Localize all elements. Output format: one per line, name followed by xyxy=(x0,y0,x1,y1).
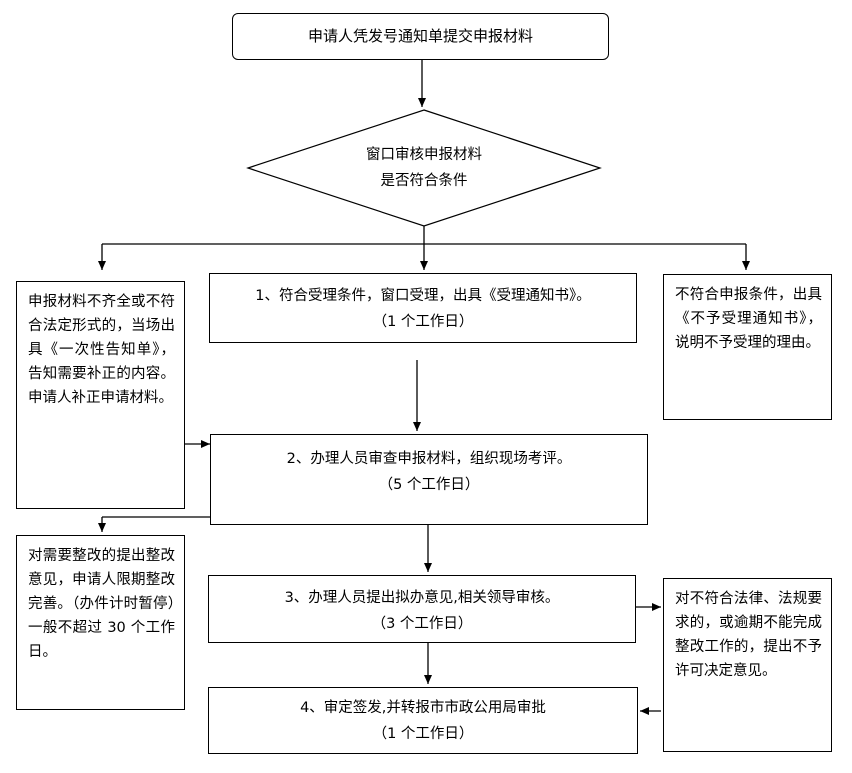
decision-line2: 是否符合条件 xyxy=(380,173,468,189)
step1-line2: （1 个工作日） xyxy=(372,314,474,330)
incomplete-materials-box: 申报材料不齐全或不符合法定形式的，当场出具《一次性告知单》，告知需要补正的内容。… xyxy=(16,281,185,509)
rectification-box: 对需要整改的提出整改意见，申请人限期整改完善。（办件计时暂停）一般不超过 30 … xyxy=(16,535,185,710)
step2-line1: 2、办理人员审查申报材料，组织现场考评。 xyxy=(286,451,572,467)
incomplete-materials-text: 申报材料不齐全或不符合法定形式的，当场出具《一次性告知单》，告知需要补正的内容。… xyxy=(28,294,175,406)
start-text: 申请人凭发号通知单提交申报材料 xyxy=(307,27,533,45)
decision-line1: 窗口审核申报材料 xyxy=(366,147,482,163)
reject-opinion-box: 对不符合法律、法规要求的，或逾期不能完成整改工作的，提出不予许可决定意见。 xyxy=(663,578,832,752)
step3-line1: 3、办理人员提出拟办意见,相关领导审核。 xyxy=(284,590,560,606)
start-box: 申请人凭发号通知单提交申报材料 xyxy=(232,13,609,60)
step3-box: 3、办理人员提出拟办意见,相关领导审核。 （3 个工作日） xyxy=(208,575,636,643)
step3-line2: （3 个工作日） xyxy=(371,616,473,632)
not-accepted-box: 不符合申报条件，出具《不予受理通知书》，说明不予受理的理由。 xyxy=(663,274,832,420)
step4-line1: 4、审定签发,并转报市市政公用局审批 xyxy=(300,700,546,716)
step2-box: 2、办理人员审查申报材料，组织现场考评。 （5 个工作日） xyxy=(210,434,648,525)
rectification-text: 对需要整改的提出整改意见，申请人限期整改完善。（办件计时暂停）一般不超过 30 … xyxy=(28,548,175,660)
step2-line2: （5 个工作日） xyxy=(378,477,480,493)
step1-box: 1、符合受理条件，窗口受理，出具《受理通知书》。 （1 个工作日） xyxy=(209,273,637,343)
step4-line2: （1 个工作日） xyxy=(372,726,474,742)
step1-line1: 1、符合受理条件，窗口受理，出具《受理通知书》。 xyxy=(255,288,591,304)
reject-opinion-text: 对不符合法律、法规要求的，或逾期不能完成整改工作的，提出不予许可决定意见。 xyxy=(675,591,822,679)
decision-diamond xyxy=(246,109,602,227)
step4-box: 4、审定签发,并转报市市政公用局审批 （1 个工作日） xyxy=(208,687,638,754)
not-accepted-text: 不符合申报条件，出具《不予受理通知书》，说明不予受理的理由。 xyxy=(675,287,822,351)
